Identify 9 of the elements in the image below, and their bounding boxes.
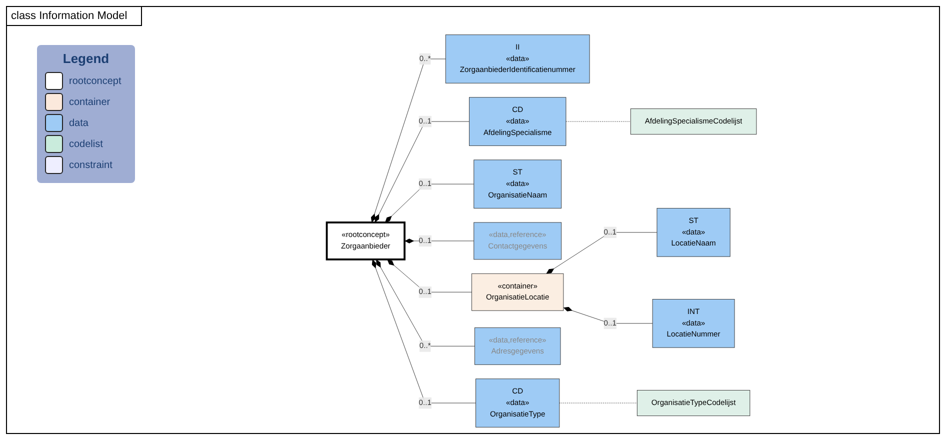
- legend-title: Legend: [62, 51, 110, 66]
- connector: [560, 402, 638, 404]
- legend-label: container: [69, 96, 110, 108]
- legend-label: rootconcept: [69, 76, 122, 86]
- connector: [566, 121, 632, 122]
- legend-label: constraint: [69, 160, 112, 170]
- legend-label: codelist: [69, 138, 103, 150]
- diagram-title: class Information Model: [7, 7, 142, 26]
- legend-label: data: [69, 118, 88, 128]
